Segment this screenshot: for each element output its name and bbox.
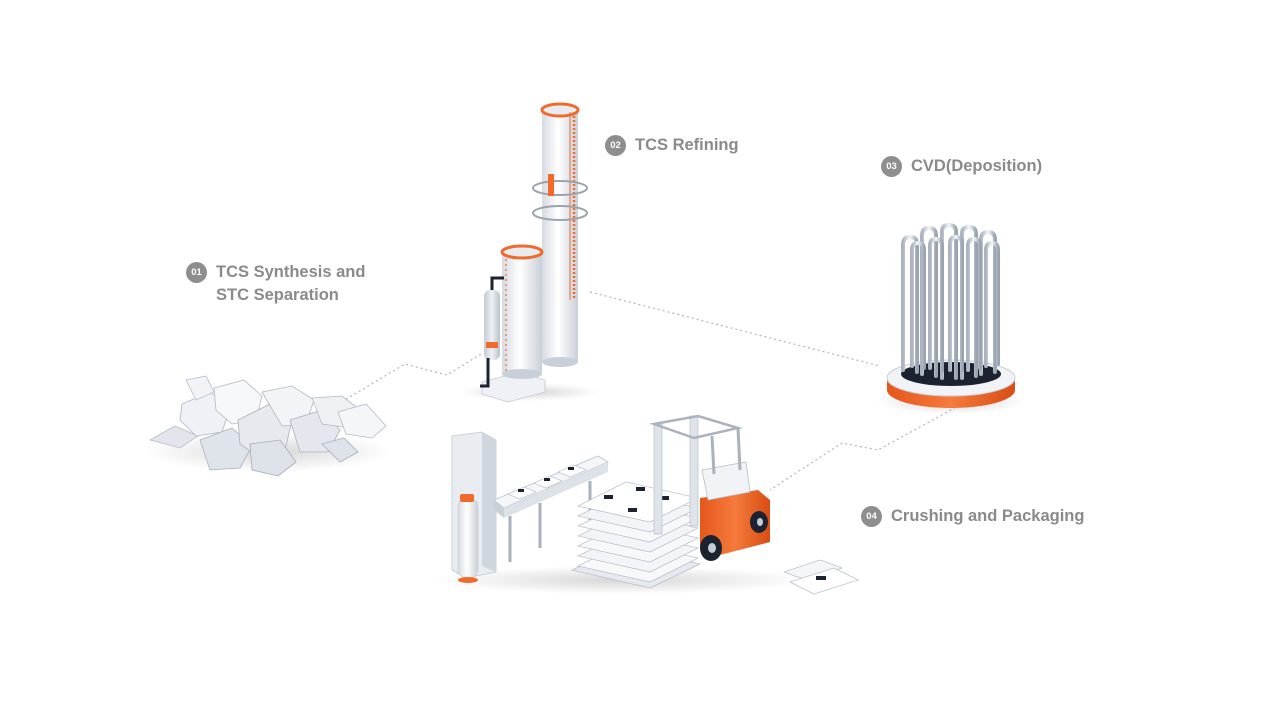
packaging-line-illustration (430, 414, 859, 595)
step-label: TCS Refining (635, 134, 739, 157)
silicon-rocks-illustration (143, 375, 393, 477)
step-label-line: CVD(Deposition) (911, 157, 1043, 175)
distillation-towers-illustration (460, 102, 600, 403)
bag-stack (577, 481, 699, 583)
connector-02-03 (589, 291, 881, 367)
step-02-tcs-refining: 02 TCS Refining (605, 134, 739, 157)
step-03-cvd-deposition: 03 CVD(Deposition) (881, 155, 1042, 178)
step-number-badge: 03 (881, 156, 902, 177)
cvd-reactor-illustration (876, 222, 1026, 414)
step-04-crushing-packaging: 04 Crushing and Packaging (861, 505, 1084, 528)
step-number-badge: 04 (861, 506, 882, 527)
connector-03-04 (769, 404, 961, 491)
step-label-line: STC Separation (216, 286, 339, 304)
step-number-badge: 02 (605, 135, 626, 156)
step-label: CVD(Deposition) (911, 155, 1042, 178)
connector-01-02 (332, 353, 482, 408)
step-label: TCS Synthesis and STC Separation (216, 261, 365, 307)
connector-lines (332, 291, 961, 491)
step-label-line: Crushing and Packaging (891, 507, 1085, 525)
step-01-tcs-synthesis: 01 TCS Synthesis and STC Separation (186, 261, 365, 307)
step-label: Crushing and Packaging (891, 505, 1084, 528)
step-number-badge: 01 (186, 262, 207, 283)
step-label-line: TCS Synthesis and (216, 263, 366, 281)
step-label-line: TCS Refining (635, 136, 739, 154)
